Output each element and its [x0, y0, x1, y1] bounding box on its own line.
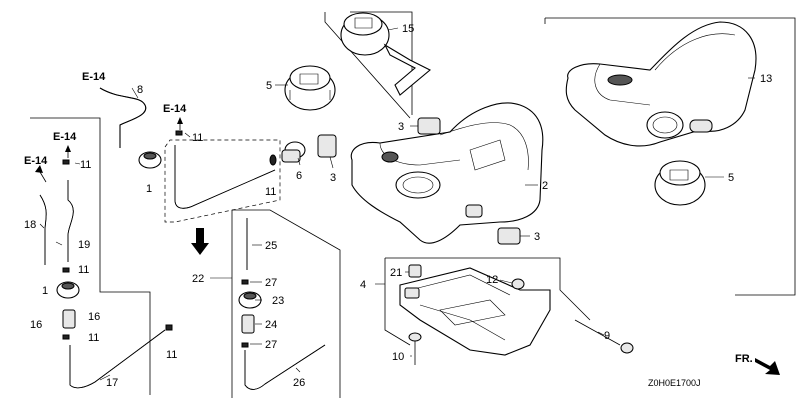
callout-11b: 11 — [80, 159, 91, 171]
ref-e14-top: E-14 — [82, 71, 106, 83]
fuel-tubes — [39, 87, 326, 390]
callout-23: 23 — [272, 295, 284, 307]
shield-assembly — [565, 21, 757, 147]
callout-2: 2 — [542, 180, 548, 192]
ref-e14-left-upper: E-14 — [53, 131, 77, 143]
diagram-code: Z0H0E1700J — [648, 378, 701, 388]
callout-11a: 11 — [192, 132, 203, 144]
callout-16a: 16 — [30, 319, 42, 331]
bolts-collars — [408, 264, 634, 365]
grommet-plug — [269, 141, 306, 166]
callout-27a: 27 — [265, 277, 277, 289]
callout-24: 24 — [265, 319, 277, 331]
callout-27b: 27 — [265, 339, 277, 351]
front-direction-arrow-icon — [755, 358, 780, 375]
callout-16b: 16 — [88, 311, 100, 323]
callout-25: 25 — [265, 240, 277, 252]
callout-15: 15 — [402, 23, 414, 35]
callout-5b: 5 — [728, 172, 734, 184]
callout-3a: 3 — [330, 172, 336, 184]
callout-11c: 11 — [265, 186, 276, 198]
ref-e14-center: E-14 — [163, 103, 187, 115]
callout-3b: 3 — [398, 121, 404, 133]
callout-26: 26 — [293, 377, 305, 389]
callout-11f: 11 — [166, 349, 177, 361]
callout-19: 19 — [78, 239, 90, 251]
callout-12: 12 — [486, 274, 498, 286]
callout-1b: 1 — [42, 285, 48, 297]
callout-3c: 3 — [534, 231, 540, 243]
callout-17: 17 — [106, 377, 118, 389]
dampers — [317, 117, 521, 245]
filters-joints — [62, 309, 255, 334]
callout-18: 18 — [24, 219, 36, 231]
callout-9: 9 — [604, 330, 610, 342]
callout-5a: 5 — [266, 80, 272, 92]
callout-labels: 15 5 8 11 1 11 11 6 3 3 2 13 5 3 18 19 1… — [24, 23, 772, 389]
fuel-cap-right — [654, 160, 706, 206]
fuel-cap-left — [284, 65, 336, 111]
frame-lines — [30, 11, 796, 398]
callout-11e: 11 — [88, 332, 99, 344]
callout-4: 4 — [360, 279, 366, 291]
callout-1a: 1 — [146, 183, 152, 195]
tank-guard — [399, 267, 551, 356]
leader-lines — [39, 27, 755, 381]
reference-labels: E-14 E-14 E-14 E-14 — [24, 71, 187, 167]
callout-13: 13 — [760, 73, 772, 85]
grommets — [56, 151, 262, 309]
callout-11d: 11 — [78, 264, 89, 276]
ref-e14-left-lower: E-14 — [24, 155, 48, 167]
callout-21: 21 — [390, 267, 402, 279]
fuel-cap-with-strap — [340, 12, 431, 96]
direction-label: FR. — [735, 353, 753, 365]
callout-10: 10 — [392, 351, 404, 363]
callout-6: 6 — [296, 170, 302, 182]
fuel-tank — [350, 102, 544, 244]
callout-8: 8 — [137, 84, 143, 96]
arrows — [35, 117, 780, 375]
clips — [62, 130, 249, 348]
callout-22: 22 — [192, 273, 204, 285]
